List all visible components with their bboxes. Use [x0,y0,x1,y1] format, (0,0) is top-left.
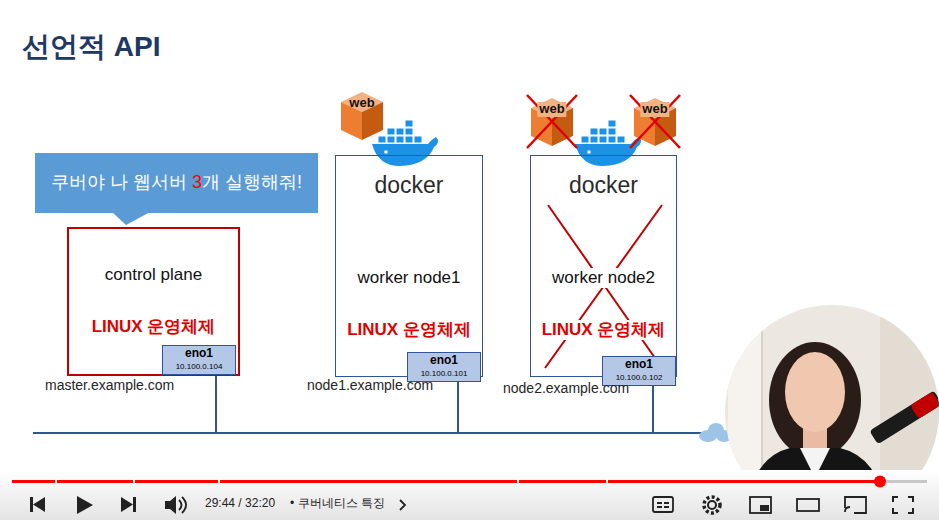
node-text: web [349,96,374,111]
host-name: node2.example.com [503,380,629,396]
network-drop [457,381,459,433]
node-text: eno1 [430,354,458,368]
node-text: 쿠버야 나 웹서버 3개 실행해줘! [51,172,302,193]
docker-whale [575,120,641,166]
web-cube: web [634,98,676,146]
node-text: 10.100.0.104 [176,362,223,371]
player-icons [30,496,913,514]
node-text: eno1 [625,358,653,372]
network-drop [215,373,217,433]
worker-node-box: dockerworker node2LINUX 운영체제eno110.100.0… [530,155,677,377]
node-text: web [640,102,669,117]
node-text: 10.100.0.101 [421,369,468,378]
slide-title: 선언적 API [22,31,160,63]
node-text: worker node1 [357,268,460,288]
callout-pointer [112,212,150,225]
nic-box: eno110.100.0.104 [162,345,236,375]
node-text: LINUX 운영체제 [347,320,471,340]
control-bar [0,470,939,520]
time-display: 29:44 / 32:20 [205,497,275,511]
chapter-title: • 쿠버네티스 특징 [290,497,385,511]
node-text: web [537,102,566,117]
progress-track [12,480,927,483]
progress-handle [874,476,886,488]
worker-node-box: docker worker node1LINUX 운영체제 eno110.100.0… [335,155,483,377]
progress-played [12,480,880,483]
host-name: node1.example.com [307,377,433,393]
node-text: worker node2 [550,268,657,288]
node-text: eno1 [185,347,213,361]
cross-mark [545,205,662,368]
node-text: LINUX 운영체제 [92,317,216,337]
network-drop [652,385,654,433]
chapter-gaps [55,480,608,483]
control-plane-box: control planeLINUX 운영체제 eno110.100.0.104 [67,227,240,376]
node-text: control plane [105,265,202,285]
node-text: docker [569,172,638,198]
node-text: LINUX 운영체제 [540,320,668,340]
network-bus [33,432,706,434]
node-text: docker [374,172,443,198]
web-cube: web [341,92,383,140]
web-cube: web [531,98,573,146]
speech-callout: 쿠버야 나 웹서버 3개 실행해줘! [35,153,318,213]
host-name: master.example.com [45,377,174,393]
